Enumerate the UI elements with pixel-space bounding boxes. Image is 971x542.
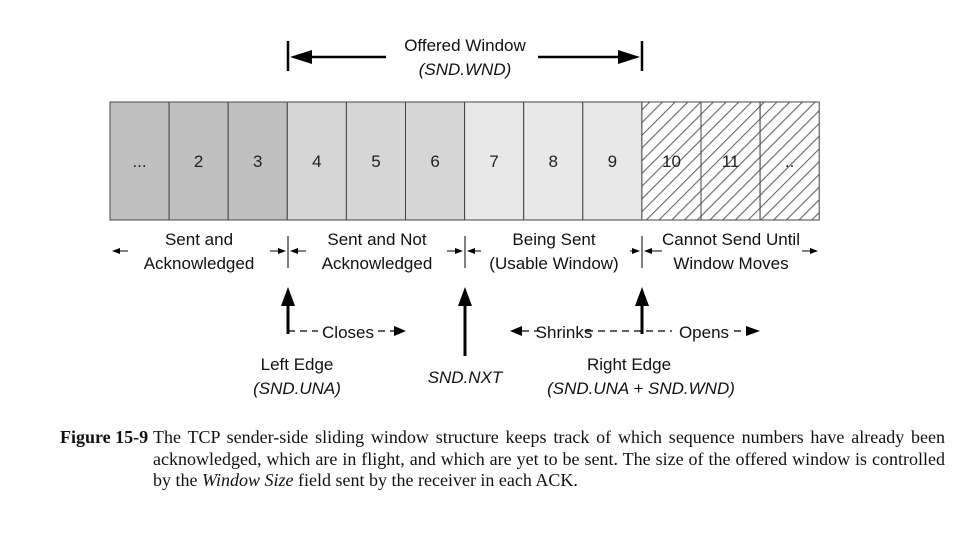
shrinks-label: Shrinks [536, 323, 593, 342]
offered-window-bracket [286, 41, 644, 71]
caption-label: Figure 15-9 [60, 427, 149, 447]
region-usable-line1: Being Sent [512, 230, 595, 249]
sequence-number-label: ... [132, 152, 146, 171]
sequence-cell [641, 101, 702, 221]
right-edge-sublabel: (SND.UNA + SND.WND) [547, 379, 735, 398]
snd-nxt-label: SND.NXT [428, 368, 504, 387]
sequence-number-label: 2 [194, 152, 203, 171]
sequence-number-label: 11 [722, 152, 740, 171]
right-edge-label: Right Edge [587, 355, 671, 374]
right-edge-arrow [510, 287, 760, 336]
sequence-cell [286, 101, 347, 221]
region-dividers [287, 236, 643, 268]
sequence-number-label: 3 [253, 152, 262, 171]
region-cannot-send-line2: Window Moves [673, 254, 788, 273]
caption-text: The TCP sender-side sliding window struc… [153, 427, 945, 492]
caption-text-after: field sent by the receiver in each ACK. [298, 470, 578, 490]
offered-window-label: Offered Window [404, 36, 526, 55]
sequence-number-label: 4 [312, 152, 321, 171]
caption-text-before: The TCP sender-side sliding window struc… [153, 427, 945, 490]
region-usable-line2: (Usable Window) [489, 254, 618, 273]
left-edge-label: Left Edge [261, 355, 334, 374]
region-acknowledged-line2: Acknowledged [144, 254, 255, 273]
sequence-cell [405, 101, 466, 221]
sequence-cells: ... 2 3 4 5 6 7 8 9 10 11.. [109, 101, 820, 221]
sequence-cell [582, 101, 643, 221]
sequence-number-label: 9 [608, 152, 617, 171]
region-cannot-send-line1: Cannot Send Until [662, 230, 800, 249]
sequence-cell [700, 101, 761, 221]
region-acknowledged-line1: Sent and [165, 230, 233, 249]
sequence-number-label: .. [785, 152, 794, 171]
sliding-window-diagram: Offered Window (SND.WND) ... 2 3 4 5 6 7 8 9 10 11… [109, 36, 820, 398]
sequence-number-label: 5 [371, 152, 380, 171]
region-arrows [112, 248, 818, 254]
closes-label: Closes [322, 323, 374, 342]
left-edge-sublabel: (SND.UNA) [253, 379, 341, 398]
left-edge-arrow [281, 287, 406, 336]
caption-text-italic: Window Size [202, 470, 294, 490]
sequence-number-label: 7 [489, 152, 498, 171]
region-not-acknowledged-line2: Acknowledged [322, 254, 433, 273]
region-not-acknowledged-line1: Sent and Not [327, 230, 427, 249]
snd-nxt-arrow [458, 287, 472, 356]
sequence-number-label: 6 [430, 152, 439, 171]
sequence-cell [109, 101, 170, 221]
sequence-cell [759, 101, 820, 221]
sequence-cell [464, 101, 525, 221]
offered-window-sublabel: (SND.WND) [419, 60, 512, 79]
sequence-number-label: 10 [662, 152, 681, 171]
sequence-number-label: 8 [549, 152, 558, 171]
opens-label: Opens [679, 323, 729, 342]
sequence-cell [345, 101, 406, 221]
sequence-cell [523, 101, 584, 221]
